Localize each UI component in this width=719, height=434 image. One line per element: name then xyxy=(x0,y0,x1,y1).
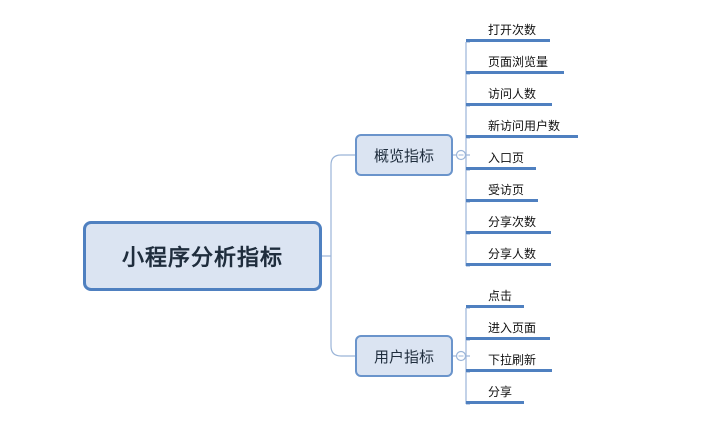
leaf-underline xyxy=(466,71,564,74)
leaf-underline xyxy=(466,135,578,138)
branch-overview-metrics[interactable]: 概览指标 xyxy=(355,134,453,176)
leaf-underline xyxy=(466,369,552,372)
leaf-node[interactable]: 打开次数 xyxy=(466,20,550,42)
leaf-node[interactable]: 分享 xyxy=(466,382,524,404)
leaf-label: 页面浏览量 xyxy=(488,55,549,69)
leaf-underline xyxy=(466,305,524,308)
leaf-node[interactable]: 访问人数 xyxy=(466,84,552,106)
leaf-underline xyxy=(466,39,550,42)
leaf-underline xyxy=(466,103,552,106)
leaf-node[interactable]: 入口页 xyxy=(466,148,536,170)
leaf-node[interactable]: 下拉刷新 xyxy=(466,350,552,372)
leaf-underline xyxy=(466,401,524,404)
leaf-node[interactable]: 进入页面 xyxy=(466,318,550,340)
leaf-label: 打开次数 xyxy=(488,23,537,37)
leaf-underline xyxy=(466,337,550,340)
leaf-underline xyxy=(466,263,551,266)
leaf-label: 进入页面 xyxy=(488,321,537,335)
leaf-label: 受访页 xyxy=(488,183,525,197)
leaf-label: 分享 xyxy=(488,385,513,399)
leaf-underline xyxy=(466,231,551,234)
leaf-node[interactable]: 分享人数 xyxy=(466,244,551,266)
leaf-label: 新访问用户数 xyxy=(488,119,561,133)
leaf-node[interactable]: 新访问用户数 xyxy=(466,116,578,138)
leaf-node[interactable]: 点击 xyxy=(466,286,524,308)
leaf-label: 分享人数 xyxy=(488,247,537,261)
branch-user-metrics[interactable]: 用户指标 xyxy=(355,335,453,377)
leaf-label: 访问人数 xyxy=(488,87,537,101)
leaf-node[interactable]: 页面浏览量 xyxy=(466,52,564,74)
leaf-label: 入口页 xyxy=(488,151,525,165)
branch-label: 用户指标 xyxy=(373,347,434,366)
branch-label: 概览指标 xyxy=(373,146,434,165)
root-label: 小程序分析指标 xyxy=(121,246,283,271)
leaf-label: 分享次数 xyxy=(488,215,537,229)
leaf-underline xyxy=(466,199,538,202)
leaf-underline xyxy=(466,167,536,170)
root-node[interactable]: 小程序分析指标 xyxy=(83,221,322,291)
leaf-label: 下拉刷新 xyxy=(488,353,537,367)
leaf-node[interactable]: 受访页 xyxy=(466,180,538,202)
leaf-label: 点击 xyxy=(488,289,513,303)
leaf-node[interactable]: 分享次数 xyxy=(466,212,551,234)
